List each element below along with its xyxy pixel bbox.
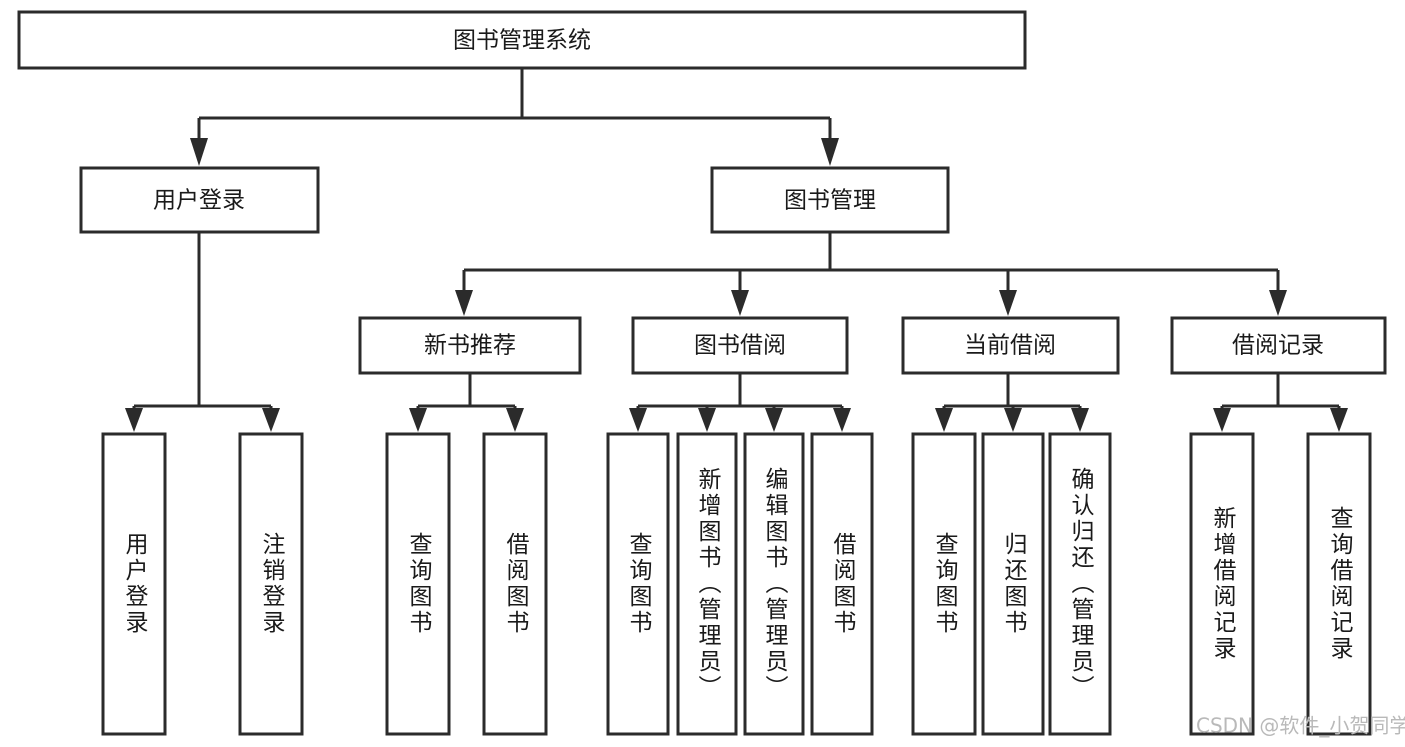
node-book-management-box[interactable]	[710, 166, 950, 234]
node-leaf-confirm-return-admin-box[interactable]	[1048, 432, 1112, 736]
node-leaf-query-book-borrow[interactable]: 查询图书	[606, 432, 670, 736]
node-root-label: 图书管理系统	[453, 28, 591, 54]
node-leaf-return-book-box[interactable]	[981, 432, 1045, 736]
node-book-management-label: 图书管理	[784, 188, 876, 214]
arrow-head-leaf-edit-book-admin	[765, 408, 783, 432]
edge-user-login-to-leaves	[125, 232, 280, 432]
arrow-head-leaf-query-book-recommend	[409, 408, 427, 432]
arrow-head-leaf-query-borrow-record	[1330, 408, 1348, 432]
node-leaf-query-book-current-label: 查询图书	[931, 532, 959, 636]
node-leaf-query-book-current[interactable]: 查询图书	[911, 432, 977, 736]
arrow-head-leaf-add-borrow-record	[1213, 408, 1231, 432]
node-leaf-query-book-recommend[interactable]: 查询图书	[385, 432, 451, 736]
arrow-head-leaf-borrow-book	[833, 408, 851, 432]
node-leaf-borrow-book-label: 借阅图书	[829, 532, 857, 636]
node-leaf-logout-label: 注销登录	[258, 532, 286, 636]
node-leaf-return-book-label: 归还图书	[1000, 532, 1028, 636]
edge-new-book-recommend-to-leaves	[409, 373, 524, 432]
node-leaf-add-book-admin[interactable]: 新增图书（管理员）	[676, 432, 738, 736]
node-leaf-query-book-current-box[interactable]	[911, 432, 977, 736]
arrow-head-leaf-return-book	[1004, 408, 1022, 432]
node-root[interactable]: 图书管理系统	[17, 10, 1027, 70]
node-borrow-record-box[interactable]	[1170, 316, 1387, 375]
node-leaf-query-borrow-record[interactable]: 查询借阅记录	[1306, 432, 1372, 736]
node-leaf-query-book-borrow-label: 查询图书	[625, 532, 653, 636]
arrow-head-borrow-record	[1269, 290, 1287, 316]
node-leaf-borrow-book-recommend[interactable]: 借阅图书	[482, 432, 548, 736]
node-borrow-record-label: 借阅记录	[1232, 333, 1324, 359]
node-leaf-confirm-return-admin-label: 确认归还（管理员）	[1067, 467, 1095, 701]
node-new-book-recommend[interactable]: 新书推荐	[358, 316, 582, 375]
node-leaf-edit-book-admin-label: 编辑图书（管理员）	[761, 467, 789, 701]
node-root-box[interactable]	[17, 10, 1027, 70]
node-leaf-return-book[interactable]: 归还图书	[981, 432, 1045, 736]
connector-layer	[125, 68, 1348, 432]
edge-borrow-record-to-leaves	[1213, 373, 1348, 432]
node-leaf-logout-box[interactable]	[238, 432, 304, 736]
node-new-book-recommend-box[interactable]	[358, 316, 582, 375]
arrow-head-book-management	[821, 138, 839, 166]
node-book-management[interactable]: 图书管理	[710, 166, 950, 234]
node-leaf-query-book-recommend-label: 查询图书	[405, 532, 433, 636]
arrow-head-book-borrow	[731, 290, 749, 316]
node-leaf-user-login-label: 用户登录	[121, 532, 149, 636]
node-leaf-edit-book-admin-box[interactable]	[743, 432, 805, 736]
node-leaf-query-borrow-record-box[interactable]	[1306, 432, 1372, 736]
node-new-book-recommend-label: 新书推荐	[424, 333, 516, 359]
node-leaf-add-borrow-record-box[interactable]	[1189, 432, 1255, 736]
node-book-borrow[interactable]: 图书借阅	[631, 316, 849, 375]
node-leaf-borrow-book-recommend-box[interactable]	[482, 432, 548, 736]
arrow-head-current-borrow	[999, 290, 1017, 316]
arrow-head-leaf-confirm-return-admin	[1071, 408, 1089, 432]
arrow-head-leaf-query-book-borrow	[629, 408, 647, 432]
node-user-login-box[interactable]	[79, 166, 320, 234]
arrow-head-leaf-add-book-admin	[698, 408, 716, 432]
csdn-watermark: CSDN @软件_小贺同学	[1196, 714, 1405, 738]
node-user-login[interactable]: 用户登录	[79, 166, 320, 234]
arrow-head-leaf-logout	[262, 408, 280, 432]
node-leaf-query-borrow-record-label: 查询借阅记录	[1326, 506, 1354, 662]
edge-current-borrow-to-leaves	[935, 373, 1089, 432]
node-leaf-add-book-admin-box[interactable]	[676, 432, 738, 736]
arrow-head-user-login	[190, 138, 208, 166]
arrow-head-leaf-borrow-book-recommend	[506, 408, 524, 432]
node-borrow-record[interactable]: 借阅记录	[1170, 316, 1387, 375]
node-leaf-user-login[interactable]: 用户登录	[101, 432, 167, 736]
node-leaf-add-borrow-record[interactable]: 新增借阅记录	[1189, 432, 1255, 736]
node-current-borrow[interactable]: 当前借阅	[901, 316, 1120, 375]
node-leaf-borrow-book-box[interactable]	[810, 432, 874, 736]
node-book-borrow-label: 图书借阅	[694, 333, 786, 359]
node-leaf-borrow-book[interactable]: 借阅图书	[810, 432, 874, 736]
node-leaf-query-book-borrow-box[interactable]	[606, 432, 670, 736]
node-leaf-logout[interactable]: 注销登录	[238, 432, 304, 736]
arrow-head-leaf-user-login	[125, 408, 143, 432]
node-leaf-add-book-admin-label: 新增图书（管理员）	[694, 467, 722, 701]
node-leaf-borrow-book-recommend-label: 借阅图书	[502, 532, 530, 636]
node-leaf-confirm-return-admin[interactable]: 确认归还（管理员）	[1048, 432, 1112, 736]
node-leaf-user-login-box[interactable]	[101, 432, 167, 736]
node-leaf-add-borrow-record-label: 新增借阅记录	[1209, 506, 1237, 662]
node-current-borrow-label: 当前借阅	[964, 333, 1056, 359]
edge-root-to-level2	[190, 68, 839, 166]
arrow-head-new-book-recommend	[455, 290, 473, 316]
arrow-head-leaf-query-book-current	[935, 408, 953, 432]
node-book-borrow-box[interactable]	[631, 316, 849, 375]
node-leaf-query-book-recommend-box[interactable]	[385, 432, 451, 736]
node-user-login-label: 用户登录	[153, 188, 245, 214]
node-current-borrow-box[interactable]	[901, 316, 1120, 375]
edge-book-borrow-to-leaves	[629, 373, 851, 432]
edge-book-management-to-level3	[455, 232, 1287, 316]
node-leaf-edit-book-admin[interactable]: 编辑图书（管理员）	[743, 432, 805, 736]
